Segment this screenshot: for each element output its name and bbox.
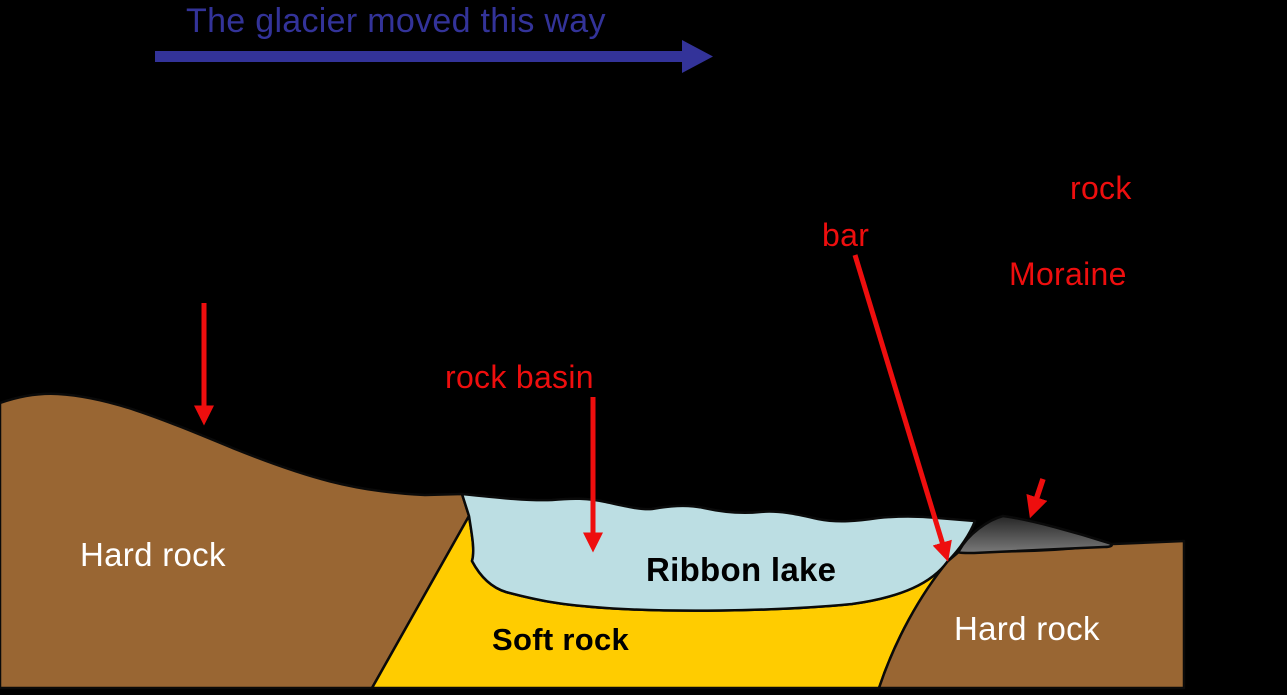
diagram-title: The glacier moved this way — [186, 2, 606, 40]
rock-basin-label: rock basin — [445, 359, 594, 395]
hard-rock-left-shape — [0, 392, 471, 690]
soft-rock-label: Soft rock — [492, 622, 630, 657]
moraine-arrow-icon — [1026, 478, 1048, 519]
bar-label: bar — [822, 217, 870, 253]
glacier-direction-arrow-icon — [155, 40, 713, 73]
ribbon-lake-label: Ribbon lake — [646, 551, 837, 588]
moraine-label: Moraine — [1009, 256, 1127, 292]
hard-rock-right-label: Hard rock — [954, 610, 1100, 647]
rock-label: rock — [1070, 170, 1132, 206]
ribbon-lake-shape — [460, 492, 977, 612]
moraine-shape — [957, 514, 1113, 555]
hard-rock-left-label: Hard rock — [80, 536, 226, 573]
bar-arrow-icon — [852, 254, 952, 562]
